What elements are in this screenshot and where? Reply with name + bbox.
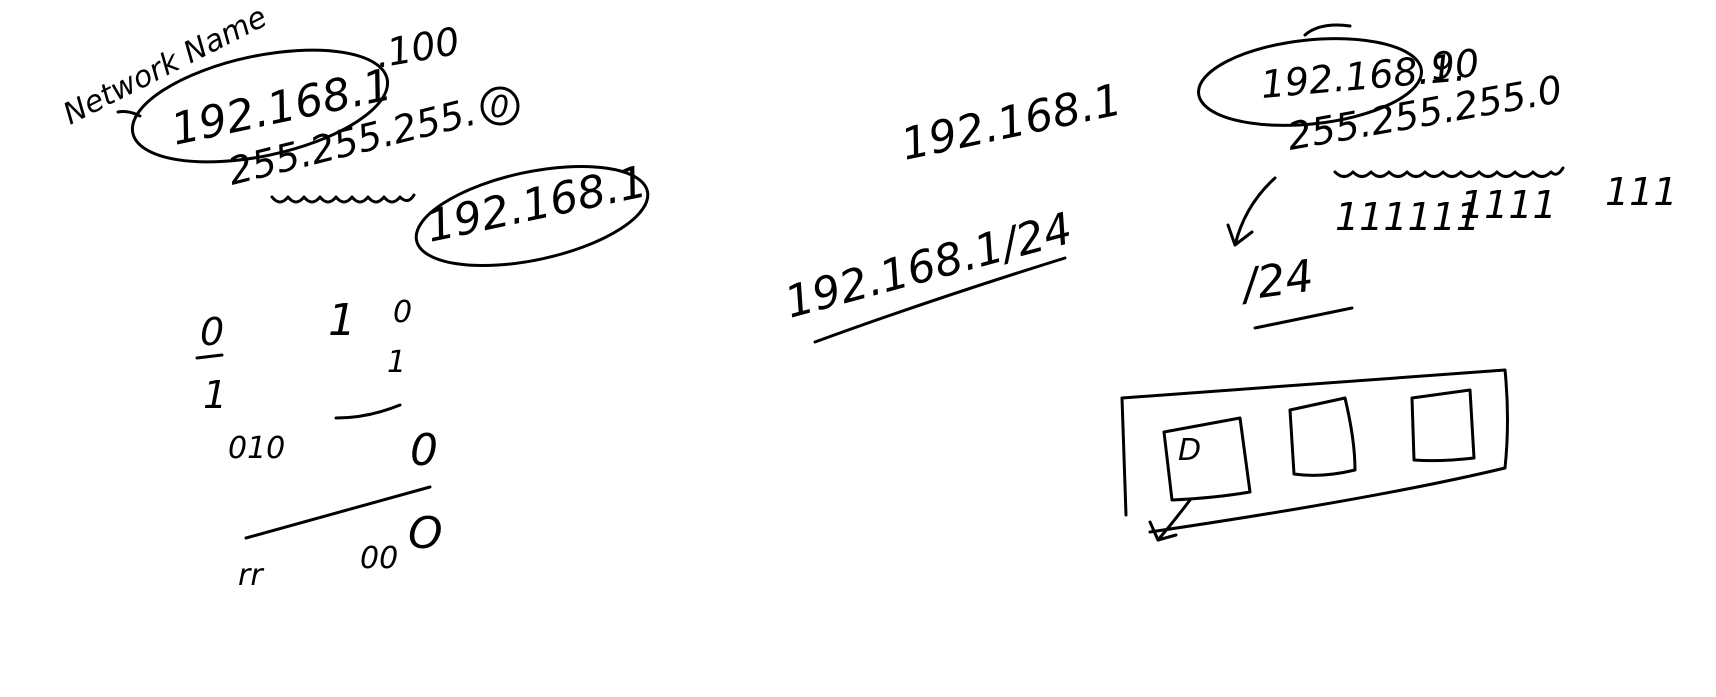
binary-r2-a: 1 <box>203 373 227 417</box>
binary-r1-a: 0 <box>200 310 224 354</box>
right-prefix-underline <box>1253 306 1354 330</box>
right-mask-wavy-underline <box>1333 166 1565 178</box>
binary-r1-b: 1 <box>328 295 356 346</box>
binary-r3-result: 0 <box>410 425 438 476</box>
box-slot-1-label: D <box>1178 433 1201 468</box>
box-slot-1 <box>1162 416 1252 502</box>
right-down-arrow <box>1226 176 1277 247</box>
memory-box-outline <box>1120 368 1509 534</box>
right-ip-ellipse-tail <box>1303 23 1352 37</box>
binary-r1-c: 0 <box>393 295 412 330</box>
right-ip-ellipse <box>1197 37 1423 127</box>
bottom-row-right: O <box>408 508 443 559</box>
box-slot-3 <box>1410 388 1476 463</box>
right-tally-2: 1111 <box>1460 183 1557 227</box>
center-cidr: 192.168.1/24 <box>780 203 1078 329</box>
right-tally-1: 111111 <box>1335 195 1480 239</box>
subnet-mask-wavy-underline <box>270 193 416 204</box>
box-pointer-arrow <box>1148 498 1192 542</box>
bottom-row-left: rr <box>238 558 264 593</box>
subnet-circled-octet: 0 <box>490 90 509 125</box>
ip-host-suffix: .100 <box>372 19 463 77</box>
binary-sum-line <box>244 485 432 540</box>
center-ip: 192.168.1 <box>897 74 1127 170</box>
binary-r3: 010 <box>228 431 285 466</box>
network-id-ellipse <box>414 164 650 268</box>
ip-main-ellipse <box>130 48 390 164</box>
binary-r1-a-underline <box>195 353 224 360</box>
binary-r2-stroke <box>334 403 402 420</box>
subnet-circled-octet-ring <box>480 86 520 126</box>
right-tally-3: 111 <box>1605 170 1678 214</box>
right-prefix: /24 <box>1235 251 1316 312</box>
box-slot-2 <box>1288 396 1357 477</box>
right-ip-host: 90 <box>1429 41 1481 89</box>
bottom-row-mid: 00 <box>360 541 398 576</box>
center-cidr-underline <box>813 256 1067 344</box>
binary-r2-c: 1 <box>387 345 406 380</box>
